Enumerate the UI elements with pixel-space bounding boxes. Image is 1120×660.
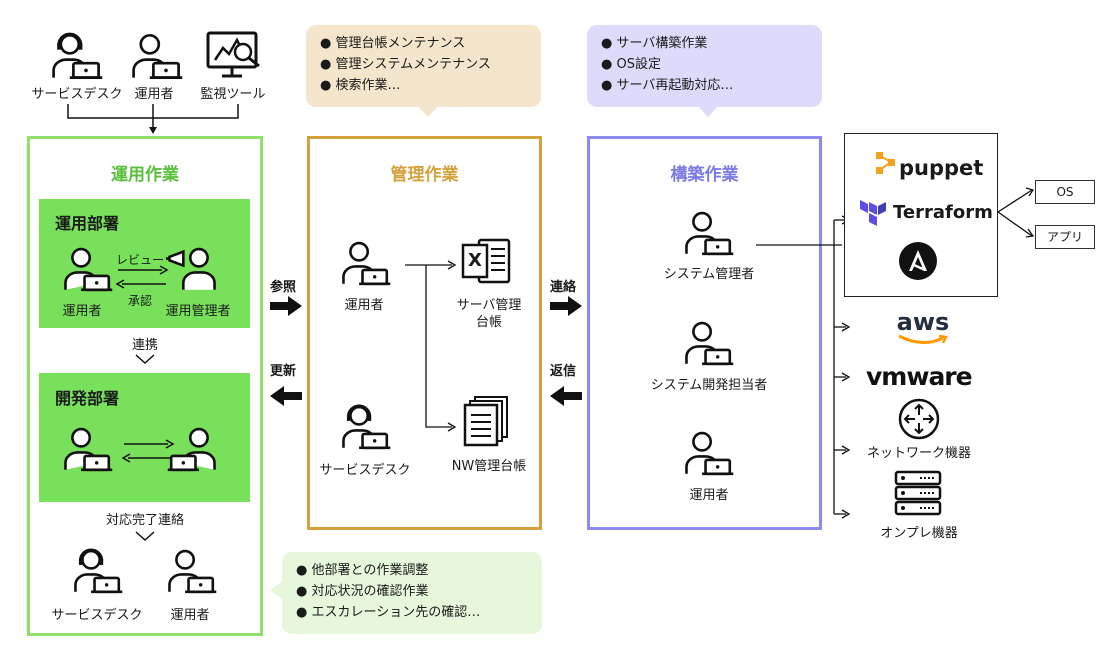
top-actor-monitoring: 監視ツール xyxy=(200,87,266,102)
mgmt-bubble-item: ● 管理システムメンテナンス xyxy=(320,57,491,72)
ref-arrow xyxy=(270,296,302,316)
mgmt-servicedesk-label: サービスデスク xyxy=(319,463,411,478)
link-chevron xyxy=(135,354,155,365)
mgmt-bubble-item: ● 検索作業… xyxy=(320,78,401,93)
top-actor-servicedesk: サービスデスク xyxy=(31,87,123,102)
ansible-logo xyxy=(898,241,938,285)
aws-logo: aws xyxy=(893,310,953,350)
bottom-operator-label: 運用者 xyxy=(170,608,210,623)
reply-arrow xyxy=(550,386,582,406)
build-bubble: ● サーバ構築作業 ● OS設定 ● サーバ再起動対応… xyxy=(587,25,822,107)
top-connector xyxy=(67,104,239,134)
ops-title: 運用作業 xyxy=(111,165,179,185)
puppet-wordmark: puppet xyxy=(899,156,984,180)
bottom-operator-icon xyxy=(166,548,218,594)
iac-to-os-app-connector xyxy=(998,187,1035,238)
mgmt-panel xyxy=(307,136,542,530)
build-operator-label: 運用者 xyxy=(689,488,729,503)
aws-wordmark: aws xyxy=(896,308,950,336)
terraform-wordmark: Terraform xyxy=(893,202,993,223)
coordination-bubble-tail xyxy=(270,580,284,600)
dept1-manager-label: 運用管理者 xyxy=(165,304,231,319)
top-actor-operator: 運用者 xyxy=(134,87,174,102)
dept2-exchange-arrows xyxy=(121,439,175,463)
build-bubble-item: ● OS設定 xyxy=(601,57,661,72)
coordination-bubble-item: ● 対応状況の確認作業 xyxy=(296,584,429,599)
done-chevron xyxy=(135,531,155,542)
network-label: ネットワーク機器 xyxy=(866,446,971,461)
build-bubble-tail xyxy=(698,106,718,117)
mgmt-operator-label: 運用者 xyxy=(344,298,384,313)
ref-label: 参照 xyxy=(270,280,297,295)
build-operator-icon xyxy=(683,430,735,476)
mgmt-bubble-tail xyxy=(418,106,438,117)
contact-arrow xyxy=(550,296,582,316)
mgmt-title: 管理作業 xyxy=(390,165,459,185)
server-rack-icon xyxy=(894,470,942,522)
dept1-operator-label: 運用者 xyxy=(62,304,102,319)
os-box: OS xyxy=(1035,180,1095,204)
document-stack-icon xyxy=(463,395,513,451)
coordination-bubble-item: ● エスカレーション先の確認… xyxy=(296,605,481,620)
coordination-bubble: ● 他部署との作業調整 ● 対応状況の確認作業 ● エスカレーション先の確認… xyxy=(282,552,542,634)
build-bubble-item: ● サーバ構築作業 xyxy=(601,36,708,51)
review-approve-arrows xyxy=(115,265,169,289)
build-panel xyxy=(587,136,822,530)
dept2-left-person-icon xyxy=(62,426,114,472)
bottom-servicedesk-label: サービスデスク xyxy=(51,608,143,623)
build-bubble-item: ● サーバ再起動対応… xyxy=(601,78,734,93)
update-label: 更新 xyxy=(270,364,297,379)
build-to-tools-connector xyxy=(756,215,851,519)
nw-ledger-label: NW管理台帳 xyxy=(451,459,527,474)
link-label: 連携 xyxy=(131,338,158,353)
reply-label: 返信 xyxy=(550,364,577,379)
done-label: 対応完了連絡 xyxy=(105,513,184,528)
excel-icon: X xyxy=(461,237,513,285)
server-ledger-label-2: 台帳 xyxy=(475,315,502,330)
approve-label: 承認 xyxy=(127,294,152,308)
dept1-title: 運用部署 xyxy=(55,214,120,233)
onprem-label: オンプレ機器 xyxy=(880,526,958,541)
terraform-logo xyxy=(860,200,886,232)
mgmt-connectors xyxy=(405,260,457,432)
bottom-servicedesk-icon xyxy=(72,548,124,594)
puppet-logo xyxy=(874,150,898,180)
mgmt-bubble-item: ● 管理台帳メンテナンス xyxy=(320,36,466,51)
sysdev-icon xyxy=(683,320,735,366)
build-title: 構築作業 xyxy=(670,165,739,185)
update-arrow xyxy=(270,386,302,406)
coordination-bubble-item: ● 他部署との作業調整 xyxy=(296,563,429,578)
contact-label: 連絡 xyxy=(550,280,577,295)
server-ledger-label-1: サーバ管理 xyxy=(456,298,522,313)
vmware-wordmark: vmware xyxy=(866,362,973,391)
monitoring-tool-icon xyxy=(205,30,263,84)
mgmt-bubble: ● 管理台帳メンテナンス ● 管理システムメンテナンス ● 検索作業… xyxy=(306,25,541,107)
excel-mark: X xyxy=(468,250,482,271)
router-icon xyxy=(898,398,940,444)
sysdev-label: システム開発担当者 xyxy=(650,378,768,393)
ops-panel xyxy=(27,136,263,636)
review-label: レビュー xyxy=(115,253,164,267)
sysadmin-label: システム管理者 xyxy=(663,267,755,282)
sysadmin-icon xyxy=(683,210,735,256)
dept1-manager-icon xyxy=(166,246,218,292)
app-box: アプリ xyxy=(1035,225,1095,249)
dept1-operator-icon xyxy=(62,246,114,292)
dept2-title: 開発部署 xyxy=(55,389,120,408)
